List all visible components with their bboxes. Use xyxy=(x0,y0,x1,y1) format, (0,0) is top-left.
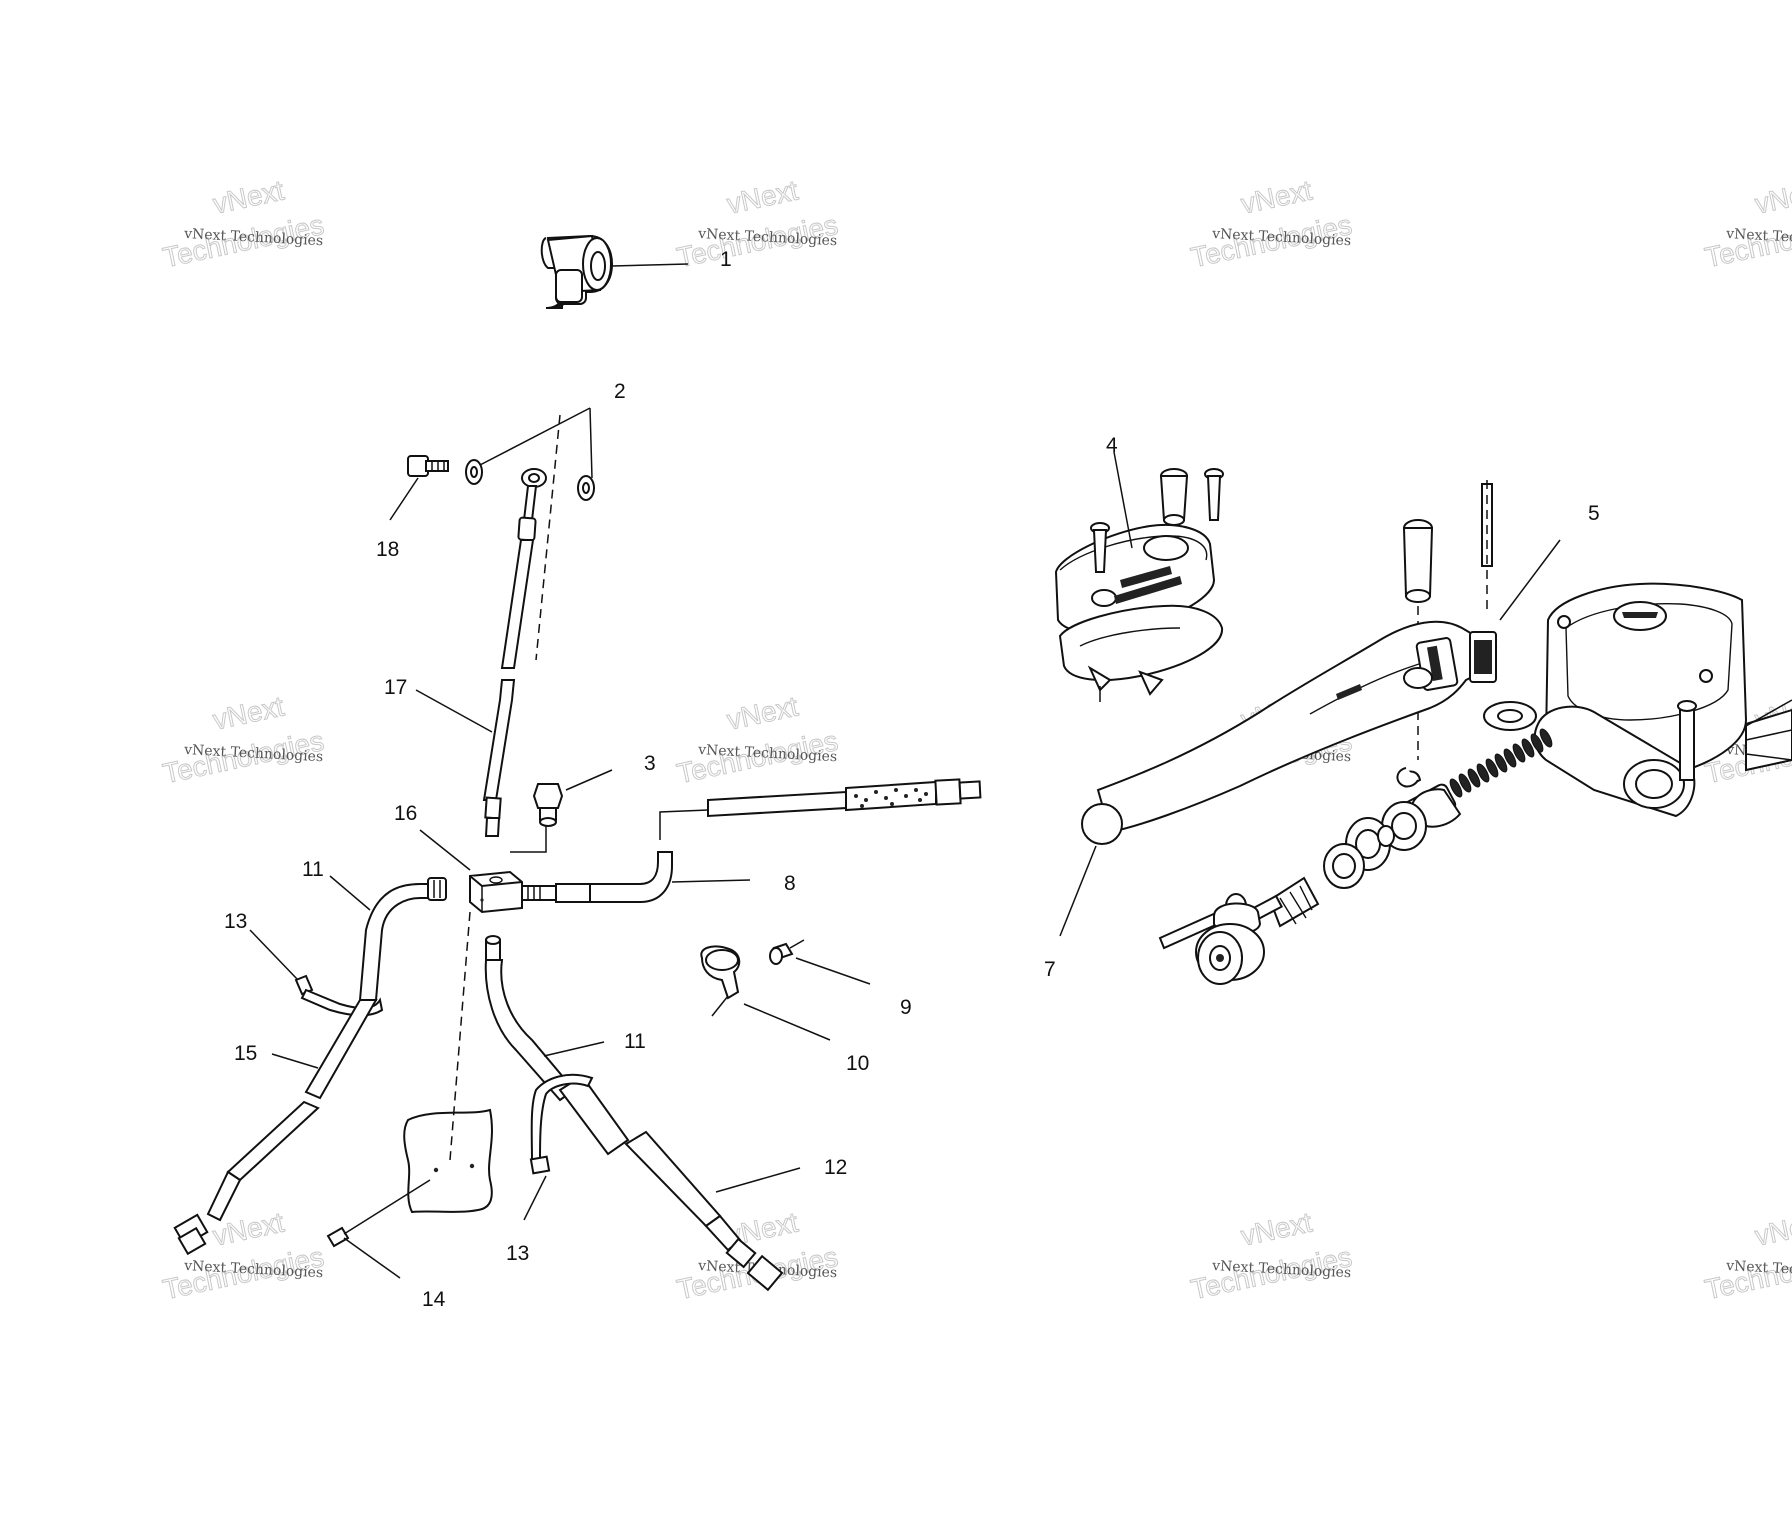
watermark-big-top: vNext xyxy=(724,690,801,735)
watermark-small: vNext Technologies xyxy=(697,226,838,249)
spring-coil xyxy=(1539,728,1553,748)
callout-16: 16 xyxy=(394,802,417,825)
callout-13-left: 13 xyxy=(224,910,247,933)
callout-11-right: 11 xyxy=(624,1030,646,1053)
part-3-brake-switch xyxy=(510,769,613,853)
spring-coil xyxy=(1512,743,1526,763)
spring-coil xyxy=(1485,758,1499,778)
part-15-left-brake-line xyxy=(173,999,378,1256)
spring-coil xyxy=(1449,778,1463,798)
part-14-mount-plate xyxy=(326,911,493,1279)
callout-4: 4 xyxy=(1106,434,1118,457)
callout-3: 3 xyxy=(644,752,656,775)
part-10-hose-clamp xyxy=(700,945,831,1041)
watermark-big-top: vNext xyxy=(724,174,801,219)
spring-coil xyxy=(1458,773,1472,793)
callout-1: 1 xyxy=(720,248,732,271)
watermark-small: vNext Technologies xyxy=(1211,226,1352,249)
watermark-small: vNext Technologies xyxy=(183,742,324,765)
watermark-big-top: vNext xyxy=(1752,174,1792,219)
callout-14: 14 xyxy=(422,1288,446,1311)
watermark-big-top: vNext xyxy=(1238,1206,1315,1251)
braid-pattern xyxy=(854,788,928,808)
callout-18: 18 xyxy=(376,538,399,561)
spring-coil xyxy=(1521,738,1535,758)
watermark-big-top: vNext xyxy=(210,690,287,735)
callout-12: 12 xyxy=(824,1156,847,1179)
watermark-big-top: vNext xyxy=(210,174,287,219)
spring-coil xyxy=(1503,748,1517,768)
callout-labels: 1 2 3 4 5 7 8 9 10 11 11 12 13 13 14 15 … xyxy=(224,248,1600,1311)
watermark-small: vNext Technologies xyxy=(183,226,324,249)
part-17-brake-line xyxy=(415,414,561,837)
part-12-right-brake-line xyxy=(624,1130,801,1292)
callout-2: 2 xyxy=(614,380,626,403)
callout-8: 8 xyxy=(784,872,796,895)
watermark-big-top: vNext xyxy=(1752,1206,1792,1251)
spring-coil xyxy=(1494,753,1508,773)
callout-10: 10 xyxy=(846,1052,869,1075)
part-13-right-clamp xyxy=(523,1073,594,1221)
callout-11-left: 11 xyxy=(302,858,324,881)
callout-15: 15 xyxy=(234,1042,257,1065)
spring xyxy=(1449,728,1553,798)
part-18-banjo-bolt xyxy=(389,455,449,521)
part-5-master-cylinder xyxy=(1402,480,1792,818)
callout-5: 5 xyxy=(1588,502,1600,525)
part-11-left-hose xyxy=(329,875,447,1001)
watermark-small: vNext Technologies xyxy=(697,742,838,765)
spring-coil xyxy=(1476,763,1490,783)
part-1-elbow-fitting xyxy=(540,234,689,309)
part-9-screw xyxy=(769,939,871,985)
part-4-reservoir-cover xyxy=(1054,451,1224,702)
watermark-big-top: vNext xyxy=(1238,174,1315,219)
callout-7: 7 xyxy=(1044,958,1056,981)
part-7-brake-lever xyxy=(1059,620,1537,937)
watermark-small: vNext Technologies xyxy=(183,1258,324,1281)
callout-17: 17 xyxy=(384,676,407,699)
callout-13-right: 13 xyxy=(506,1242,529,1265)
watermark-small: vNext Technologies xyxy=(1211,1258,1352,1281)
part-piston-assembly xyxy=(1158,728,1553,985)
part-8-brake-hose xyxy=(521,778,982,903)
part-11-right-hose xyxy=(484,935,630,1156)
part-2-crush-washers xyxy=(465,407,595,501)
spring-coil xyxy=(1467,768,1481,788)
part-16-distribution-block xyxy=(419,829,523,914)
spring-coil xyxy=(1530,733,1544,753)
callout-9: 9 xyxy=(900,996,912,1019)
